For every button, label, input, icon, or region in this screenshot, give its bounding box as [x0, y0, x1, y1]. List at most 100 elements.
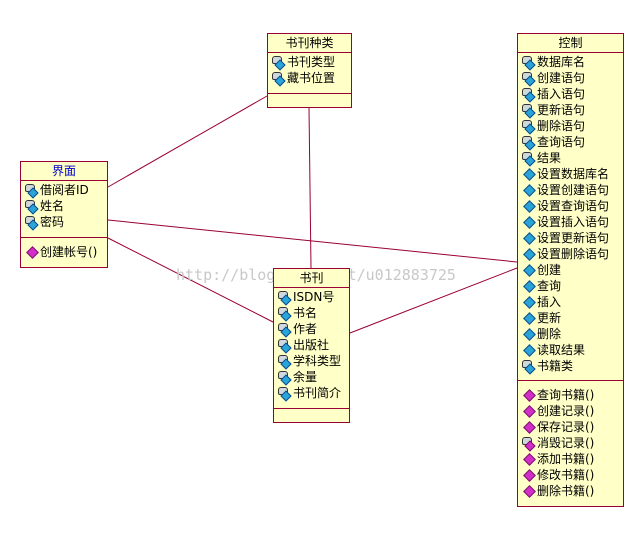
operation-section [268, 94, 351, 111]
link-kind-book [308, 107, 312, 269]
attribute-row[interactable]: 读取结果 [521, 342, 623, 358]
operation-section: 创建帐号() [21, 238, 107, 262]
attribute-row[interactable]: 删除 [521, 326, 623, 342]
attribute-row[interactable]: 藏书位置 [271, 70, 351, 87]
operation-row[interactable]: 添加书籍() [521, 451, 623, 467]
class-book[interactable]: 书刊 ISDN号 书名 作者 出版社 学科类型 余量 书刊简介 [273, 268, 350, 423]
attribute-row[interactable]: 数据库名 [521, 54, 623, 71]
key-lock-icon [24, 183, 40, 199]
key-lock-icon [277, 306, 293, 322]
key-lock-icon [521, 103, 537, 119]
attribute-row[interactable]: 书刊简介 [277, 385, 349, 402]
attribute-row[interactable]: 更新 [521, 310, 623, 326]
attribute-row[interactable]: 密码 [24, 214, 107, 231]
attribute-row[interactable]: 设置查询语句 [521, 198, 623, 214]
attribute-row[interactable]: 插入语句 [521, 86, 623, 103]
blue-diamond-icon [521, 167, 537, 181]
key-lock-icon [277, 354, 293, 370]
key-lock-icon [521, 151, 537, 167]
blue-diamond-icon [521, 199, 537, 213]
attribute-row[interactable]: 查询语句 [521, 134, 623, 151]
attribute-row[interactable]: 姓名 [24, 198, 107, 215]
link-book-control [349, 267, 518, 334]
key-lock-icon [277, 290, 293, 306]
attribute-row[interactable]: 出版社 [277, 337, 349, 354]
key-lock-icon [277, 370, 293, 386]
blue-diamond-icon [521, 279, 537, 293]
key-lock-icon [521, 55, 537, 71]
key-lock-icon [277, 322, 293, 338]
operation-row[interactable]: 消毁记录() [521, 435, 623, 452]
key-lock-icon [271, 71, 287, 87]
attribute-row[interactable]: 更新语句 [521, 102, 623, 119]
attribute-row[interactable]: 设置删除语句 [521, 246, 623, 262]
blue-diamond-icon [521, 343, 537, 357]
key-lock-icon [521, 71, 537, 87]
attribute-row[interactable]: 作者 [277, 321, 349, 338]
attribute-row[interactable]: 设置更新语句 [521, 230, 623, 246]
operation-section [274, 409, 349, 426]
attribute-row[interactable]: 设置创建语句 [521, 182, 623, 198]
attribute-row[interactable]: 书籍类 [521, 358, 623, 375]
key-lock-icon [277, 386, 293, 402]
key-lock-icon [521, 436, 537, 452]
operation-row[interactable]: 删除书籍() [521, 483, 623, 499]
class-title: 书刊 [274, 269, 349, 288]
blue-diamond-icon [521, 215, 537, 229]
magenta-diamond-icon [521, 388, 537, 402]
link-ui-control [107, 219, 518, 263]
attribute-row[interactable]: 查询 [521, 278, 623, 294]
attribute-row[interactable]: 设置插入语句 [521, 214, 623, 230]
attribute-row[interactable]: 结果 [521, 150, 623, 167]
attribute-row[interactable]: 设置数据库名 [521, 166, 623, 182]
magenta-diamond-icon [24, 245, 40, 259]
operation-row[interactable]: 查询书籍() [521, 387, 623, 403]
magenta-diamond-icon [521, 484, 537, 498]
blue-diamond-icon [521, 183, 537, 197]
blue-diamond-icon [521, 263, 537, 277]
operation-section: 查询书籍() 创建记录() 保存记录() 消毁记录() 添加书籍() 修改书籍(… [518, 381, 623, 501]
magenta-diamond-icon [521, 404, 537, 418]
attribute-row[interactable]: ISDN号 [277, 289, 349, 306]
class-title: 书刊种类 [268, 34, 351, 53]
key-lock-icon [277, 338, 293, 354]
attribute-row[interactable]: 插入 [521, 294, 623, 310]
attribute-row[interactable]: 书刊类型 [271, 54, 351, 71]
attribute-row[interactable]: 学科类型 [277, 353, 349, 370]
attribute-section: 书刊类型 藏书位置 [268, 53, 351, 94]
magenta-diamond-icon [521, 468, 537, 482]
class-book-kind[interactable]: 书刊种类 书刊类型 藏书位置 [267, 33, 352, 108]
operation-row[interactable]: 创建帐号() [24, 244, 107, 260]
attribute-row[interactable]: 创建 [521, 262, 623, 278]
blue-diamond-icon [521, 311, 537, 325]
operation-row[interactable]: 创建记录() [521, 403, 623, 419]
key-lock-icon [521, 87, 537, 103]
attribute-row[interactable]: 余量 [277, 369, 349, 386]
class-control[interactable]: 控制 数据库名 创建语句 插入语句 更新语句 删除语句 查询语句 结果 设置数据… [517, 33, 624, 507]
operation-row[interactable]: 保存记录() [521, 419, 623, 435]
key-lock-icon [24, 215, 40, 231]
key-lock-icon [271, 55, 287, 71]
attribute-row[interactable]: 删除语句 [521, 118, 623, 135]
link-ui-kind [107, 95, 268, 188]
attribute-row[interactable]: 书名 [277, 305, 349, 322]
magenta-diamond-icon [521, 452, 537, 466]
blue-diamond-icon [521, 231, 537, 245]
class-title: 界面 [21, 162, 107, 181]
attribute-section: 数据库名 创建语句 插入语句 更新语句 删除语句 查询语句 结果 设置数据库名 … [518, 53, 623, 381]
magenta-diamond-icon [521, 420, 537, 434]
key-lock-icon [521, 359, 537, 375]
operation-row[interactable]: 修改书籍() [521, 467, 623, 483]
blue-diamond-icon [521, 247, 537, 261]
class-ui[interactable]: 界面 借阅者ID 姓名 密码 创建帐号() [20, 161, 108, 268]
attribute-section: 借阅者ID 姓名 密码 [21, 181, 107, 238]
blue-diamond-icon [521, 295, 537, 309]
blue-diamond-icon [521, 327, 537, 341]
class-title: 控制 [518, 34, 623, 53]
attribute-row[interactable]: 借阅者ID [24, 182, 107, 199]
key-lock-icon [24, 199, 40, 215]
attribute-row[interactable]: 创建语句 [521, 70, 623, 87]
key-lock-icon [521, 119, 537, 135]
attribute-section: ISDN号 书名 作者 出版社 学科类型 余量 书刊简介 [274, 288, 349, 409]
